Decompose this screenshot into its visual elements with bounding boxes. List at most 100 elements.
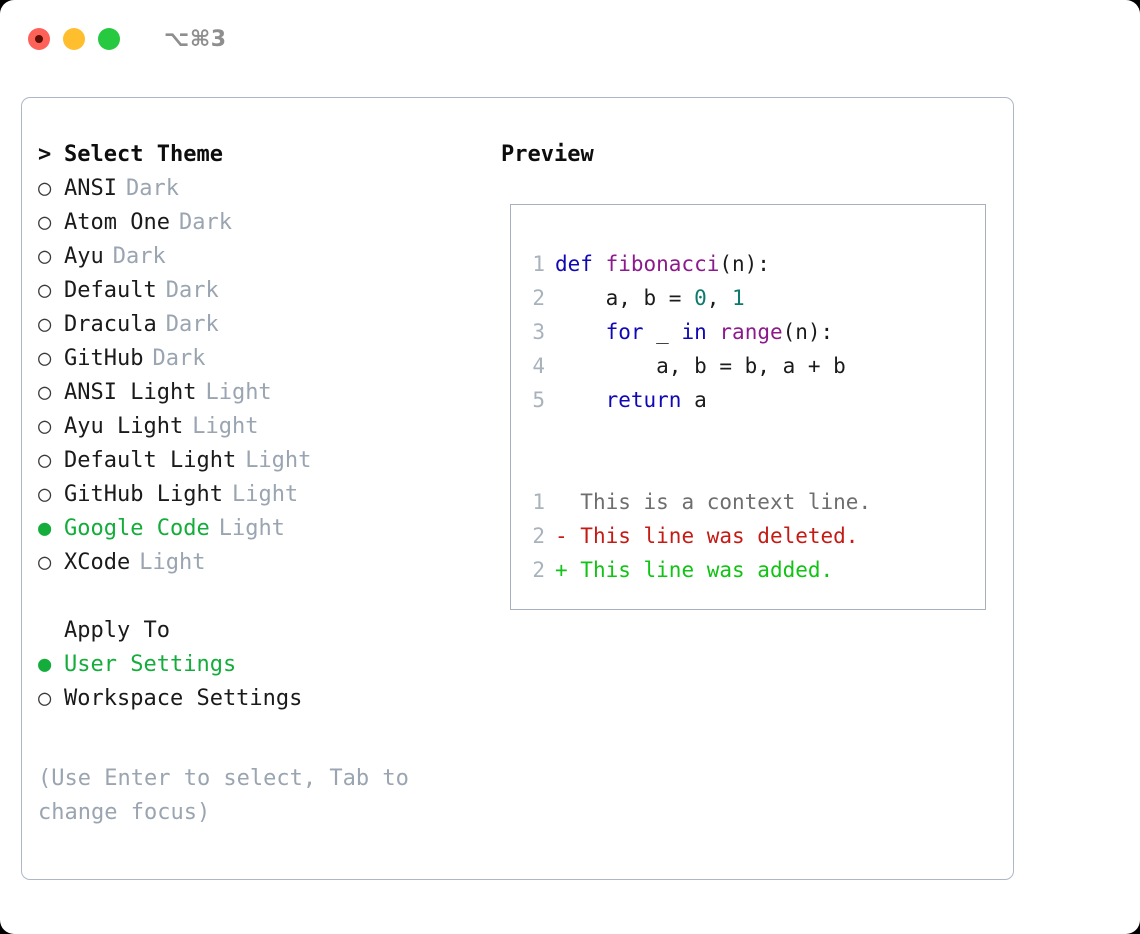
line-number: 2: [532, 558, 545, 582]
theme-item-category: Light: [218, 516, 285, 541]
radio-unselected-icon[interactable]: ○: [38, 482, 52, 507]
theme-item-label: GitHub: [64, 346, 144, 371]
apply-to-item-label: User Settings: [64, 652, 237, 677]
apply-to-workspace-settings[interactable]: ○ Workspace Settings: [38, 682, 498, 716]
code-token: def: [555, 252, 606, 276]
radio-unselected-icon[interactable]: ○: [38, 686, 52, 711]
code-line: 4 a, b = b, a + b: [511, 349, 985, 383]
window-controls: [28, 28, 120, 50]
radio-unselected-icon[interactable]: ○: [38, 380, 52, 405]
shortcut-label: ⌥⌘3: [164, 26, 227, 52]
title-bar: ⌥⌘3: [0, 0, 1140, 78]
theme-item-xcode-light[interactable]: ○ XCode Light: [38, 546, 498, 580]
radio-unselected-icon[interactable]: ○: [38, 346, 52, 371]
theme-item-label: Dracula: [64, 312, 157, 337]
radio-unselected-icon[interactable]: ○: [38, 414, 52, 439]
radio-selected-icon[interactable]: ●: [38, 516, 52, 541]
diff-marker: -: [555, 524, 581, 548]
select-theme-heading-label: Select Theme: [64, 142, 223, 167]
line-number: 1: [532, 252, 545, 276]
radio-unselected-icon[interactable]: ○: [38, 176, 52, 201]
code-line: 2 a, b = 0, 1: [511, 281, 985, 315]
theme-item-category: Light: [192, 414, 259, 439]
diff-text: This is a context line.: [580, 490, 872, 514]
code-line: 5 return a: [511, 383, 985, 417]
caret-icon: >: [38, 142, 52, 167]
keyboard-hint-line-1: (Use Enter to select, Tab to: [38, 766, 409, 791]
code-token: range: [719, 320, 783, 344]
diff-line-deleted: 2- This line was deleted.: [511, 519, 985, 553]
theme-item-label: XCode: [64, 550, 131, 575]
theme-item-label: ANSI: [64, 176, 117, 201]
code-token: 1: [732, 286, 745, 310]
code-token: return: [605, 388, 682, 412]
spacer-icon: ○: [38, 614, 64, 648]
code-blank-line: [511, 417, 985, 451]
diff-line-added: 2+ This line was added.: [511, 553, 985, 587]
radio-unselected-icon[interactable]: ○: [38, 210, 52, 235]
line-number: 2: [532, 524, 545, 548]
apply-to-user-settings[interactable]: ● User Settings: [38, 648, 498, 682]
radio-unselected-icon[interactable]: ○: [38, 312, 52, 337]
code-blank-line: [511, 451, 985, 485]
radio-unselected-icon[interactable]: ○: [38, 244, 52, 269]
theme-item-github-light[interactable]: ○ GitHub Light Light: [38, 478, 498, 512]
line-number: 2: [532, 286, 545, 310]
theme-item-label: Ayu Light: [64, 414, 184, 439]
theme-item-category: Light: [231, 482, 299, 507]
maximize-button[interactable]: [98, 28, 120, 50]
minimize-button[interactable]: [63, 28, 85, 50]
radio-unselected-icon[interactable]: ○: [38, 448, 52, 473]
theme-item-github-dark[interactable]: ○ GitHub Dark: [38, 342, 498, 376]
theme-item-label: GitHub Light: [64, 482, 223, 507]
theme-item-label: Google Code: [64, 516, 210, 541]
theme-item-category: Light: [139, 550, 206, 575]
apply-to-item-label: Workspace Settings: [64, 686, 303, 711]
radio-selected-icon[interactable]: ●: [38, 652, 52, 677]
theme-item-ayu-light[interactable]: ○ Ayu Light Light: [38, 410, 498, 444]
theme-item-dracula-dark[interactable]: ○ Dracula Dark: [38, 308, 498, 342]
theme-item-category: Dark: [165, 278, 219, 303]
code-token: [707, 320, 720, 344]
preview-title: Preview: [501, 142, 594, 167]
code-token: [555, 320, 606, 344]
code-token: in: [681, 320, 707, 344]
close-icon: [35, 35, 43, 43]
theme-item-google-code-light[interactable]: ● Google Code Light: [38, 512, 498, 546]
code-token: a, b = b, a + b: [555, 354, 846, 378]
code-token: ,: [706, 286, 733, 310]
theme-item-category: Light: [205, 380, 272, 405]
code-token: _: [643, 320, 682, 344]
theme-item-atom-one-dark[interactable]: ○ Atom One Dark: [38, 206, 498, 240]
theme-item-category: Dark: [165, 312, 219, 337]
code-token: [555, 388, 606, 412]
code-line: 3 for _ in range(n):: [511, 315, 985, 349]
theme-item-label: ANSI Light: [64, 380, 197, 405]
code-token: for: [605, 320, 644, 344]
theme-item-label: Atom One: [64, 210, 170, 235]
diff-text: This line was added.: [580, 558, 834, 582]
theme-item-category: Dark: [178, 210, 232, 235]
code-token: a: [681, 388, 707, 412]
line-number: 3: [532, 320, 545, 344]
diff-text: This line was deleted.: [580, 524, 859, 548]
list-spacer: [38, 580, 498, 614]
radio-unselected-icon[interactable]: ○: [38, 550, 52, 575]
diff-line-context: 1 This is a context line.: [511, 485, 985, 519]
theme-item-ansi-light[interactable]: ○ ANSI Light Light: [38, 376, 498, 410]
apply-to-heading-label: Apply To: [64, 618, 170, 643]
theme-item-category: Dark: [152, 346, 206, 371]
apply-to-heading: ○Apply To: [38, 614, 498, 648]
close-button[interactable]: [28, 28, 50, 50]
code-token: a, b =: [555, 286, 695, 310]
radio-unselected-icon[interactable]: ○: [38, 278, 52, 303]
